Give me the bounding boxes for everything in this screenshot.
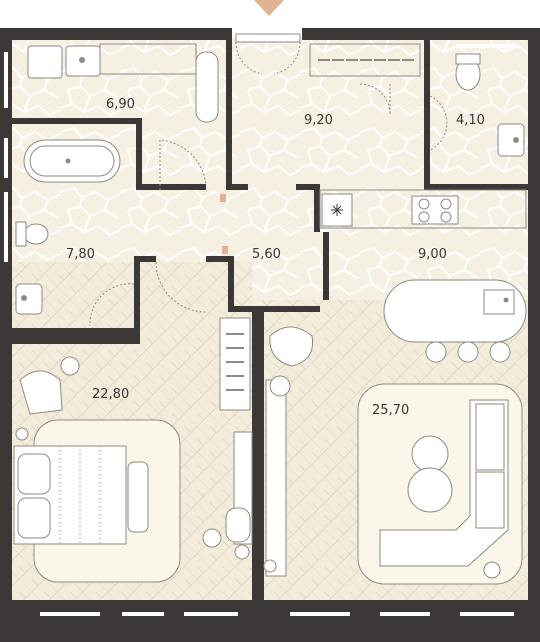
cooktop <box>411 195 459 225</box>
wardrobe-bedroom <box>219 317 251 411</box>
bath-tap-icon <box>21 295 27 301</box>
wall-bedroom-top <box>136 256 156 262</box>
wall-corridor-living <box>228 256 234 312</box>
area-label-kitchen: 9,00 <box>418 247 447 262</box>
wall-right <box>528 28 540 642</box>
wall-kitchen-top <box>296 184 320 190</box>
wc-sink <box>497 123 525 157</box>
wall-wc-left <box>424 40 430 190</box>
area-label-bathroom: 7,80 <box>66 247 95 262</box>
laundry-fixtures <box>27 43 219 123</box>
wall-bedroom-living <box>252 312 264 600</box>
bar-stool-2 <box>457 341 479 363</box>
window-left-1 <box>4 52 8 108</box>
bath-fixtures <box>15 139 207 327</box>
wall-corridor-top-right <box>232 184 248 190</box>
snowflake-icon <box>331 204 343 216</box>
window-top-right <box>456 44 516 48</box>
wall-corridor-bottom <box>232 306 320 312</box>
desk-plant <box>202 528 222 548</box>
burner-2 <box>440 198 452 210</box>
wall-bath-right <box>136 118 142 190</box>
bar-stool-3 <box>489 341 511 363</box>
window-bottom-1 <box>40 612 100 616</box>
area-label-hall: 9,20 <box>304 113 333 128</box>
bath-sink <box>15 283 43 315</box>
wall-corridor-top-left <box>136 184 206 190</box>
entrance-door <box>235 33 301 75</box>
wall-laundry-bath <box>12 118 142 124</box>
burner-4 <box>440 211 452 223</box>
living-plant <box>483 561 501 579</box>
corridor-details <box>155 194 228 313</box>
window-bottom-2 <box>122 612 164 616</box>
wall-bottom <box>0 600 540 642</box>
windows <box>4 44 516 616</box>
wall-kitchen-left <box>314 184 320 232</box>
room-labels: 6,90 9,20 4,10 7,80 5,60 9,00 22,80 25,7… <box>66 97 485 418</box>
wall-bath-right-lower <box>134 256 140 344</box>
toilet-bath <box>23 223 49 245</box>
bathtub <box>23 139 121 183</box>
wall-bath-bottom <box>12 328 140 344</box>
window-bottom-3 <box>184 612 238 616</box>
window-bottom-4 <box>290 612 350 616</box>
walls <box>0 28 540 642</box>
wall-hall-left <box>226 40 232 190</box>
bar-stool-1 <box>425 341 447 363</box>
area-label-laundry: 6,90 <box>106 97 135 112</box>
bathtub-drain-icon <box>65 158 71 164</box>
wardrobe-hall <box>309 43 421 115</box>
window-left-3 <box>4 192 8 262</box>
area-label-living: 25,70 <box>372 403 409 418</box>
window-left-2 <box>4 138 8 178</box>
coffee-table-2 <box>407 467 453 513</box>
side-table-living <box>269 375 291 397</box>
washing-machine <box>27 45 63 79</box>
water-heater <box>195 51 219 123</box>
corridor-marker-2 <box>222 246 228 254</box>
side-table-bedroom <box>60 356 80 376</box>
living-furniture <box>263 326 523 585</box>
living-lamp-icon <box>263 559 277 573</box>
bedroom-lamp-icon <box>234 544 250 560</box>
area-label-bedroom: 22,80 <box>92 387 129 402</box>
island-sink <box>483 289 515 315</box>
wall-bedroom-top-right <box>206 256 228 262</box>
wall-top-right <box>302 28 540 40</box>
burner-3 <box>418 211 430 223</box>
tv-console <box>265 379 287 577</box>
window-bottom-6 <box>460 612 514 616</box>
kitchen-counter <box>319 189 527 229</box>
area-label-corridor: 5,60 <box>252 247 281 262</box>
island-tap-icon <box>503 297 509 303</box>
window-bottom-5 <box>380 612 430 616</box>
bedroom-furniture <box>13 317 253 583</box>
entrance-arrow-icon <box>254 0 284 16</box>
burner-1 <box>418 198 430 210</box>
wall-left <box>0 28 12 642</box>
laundry-tap-icon <box>79 57 85 63</box>
desk-chair <box>225 507 251 543</box>
coffee-table-1 <box>411 435 449 473</box>
wall-wc-bottom <box>424 184 528 190</box>
bedroom-plant <box>15 427 29 441</box>
wall-top-left <box>0 28 232 40</box>
wc-fixtures <box>429 53 525 157</box>
armchair-bedroom <box>19 370 63 415</box>
area-label-wc: 4,10 <box>456 113 485 128</box>
corridor-marker-1 <box>220 194 226 202</box>
armchair-living <box>269 326 314 367</box>
kitchen-fixtures <box>319 189 527 363</box>
bench <box>127 461 149 533</box>
wc-tap-icon <box>513 137 519 143</box>
